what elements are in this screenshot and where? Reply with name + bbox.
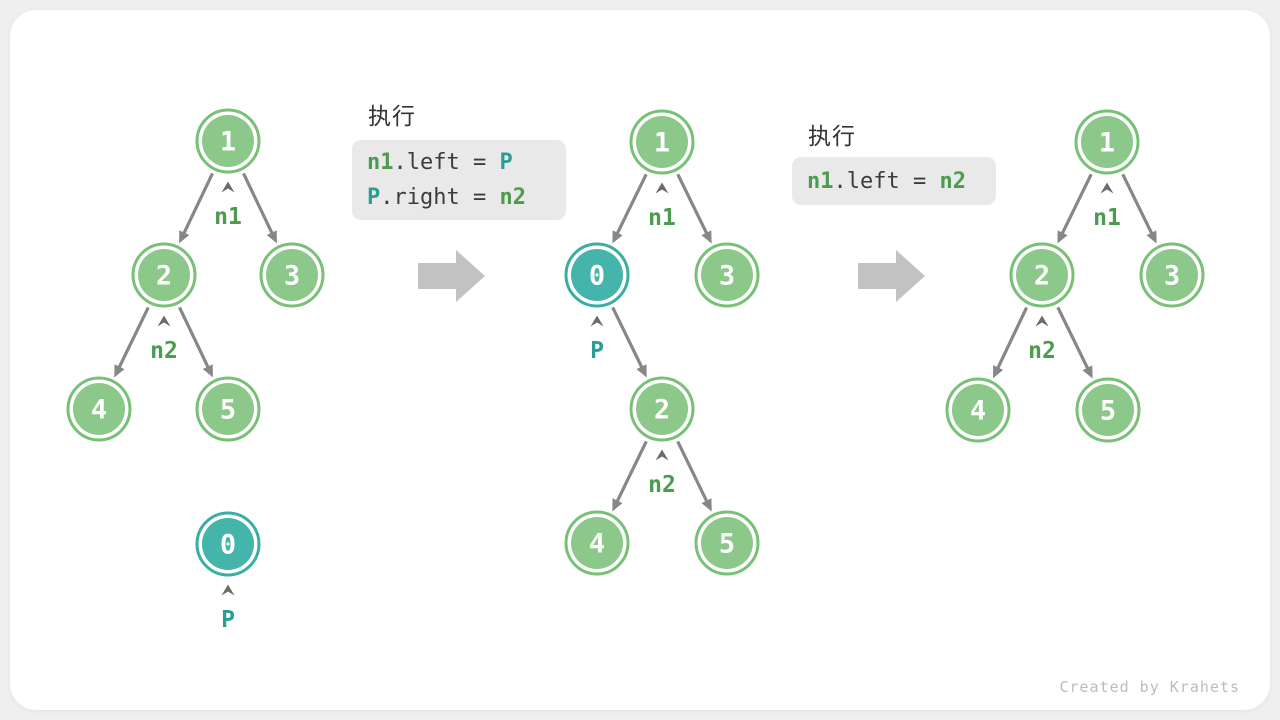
tree-node-0 xyxy=(202,518,254,570)
tree-edge-arrowhead-icon xyxy=(266,230,277,244)
tree-edge xyxy=(611,306,645,371)
tree-node-5 xyxy=(701,517,753,569)
tree-node-value: 2 xyxy=(654,395,670,426)
tree-edge xyxy=(242,172,275,236)
pointer-caret-icon xyxy=(1035,315,1049,327)
pointer-label: P xyxy=(590,338,604,364)
pointer-label: n1 xyxy=(648,205,676,231)
tree-node-value: 1 xyxy=(654,128,670,159)
tree-node-value: 3 xyxy=(284,261,300,292)
tree-node-value: 5 xyxy=(220,395,236,426)
tree-edge-arrowhead-icon xyxy=(1082,365,1093,379)
pointer-label: n1 xyxy=(214,204,242,230)
tree-node-value: 5 xyxy=(719,529,735,560)
pointer-label: P xyxy=(221,607,235,633)
tree-node-3 xyxy=(701,249,753,301)
tree-edge-arrowhead-icon xyxy=(701,230,712,244)
pointer-label: n2 xyxy=(1028,338,1056,364)
tree-edge xyxy=(614,173,648,237)
tree-node-4 xyxy=(571,517,623,569)
tree-node-3 xyxy=(266,249,318,301)
tree-edge xyxy=(1059,173,1093,237)
tree-edge-arrowhead-icon xyxy=(1057,230,1068,244)
step-arrow-icon xyxy=(858,250,925,302)
tree-edge-arrowhead-icon xyxy=(179,230,190,244)
tree-edge xyxy=(178,306,211,370)
tree-node-2 xyxy=(636,383,688,435)
tree-edge-arrowhead-icon xyxy=(992,365,1004,379)
watermark-text: Created by Krahets xyxy=(1059,678,1240,696)
tree-node-value: 5 xyxy=(1100,396,1116,427)
tree-node-0 xyxy=(571,249,623,301)
tree-node-value: 4 xyxy=(970,396,986,427)
pointer-caret-icon xyxy=(221,584,235,596)
pointer-caret-icon xyxy=(655,182,669,194)
tree-node-2 xyxy=(138,249,190,301)
tree-node-value: 2 xyxy=(1034,261,1050,292)
tree-edge xyxy=(1121,173,1155,237)
tree-node-5 xyxy=(202,383,254,435)
pointer-label: n2 xyxy=(150,338,178,364)
pointer-caret-icon xyxy=(655,449,669,461)
tree-node-value: 1 xyxy=(1099,128,1115,159)
tree-node-value: 0 xyxy=(589,261,605,292)
tree-edge xyxy=(995,306,1029,371)
tree-edge xyxy=(614,440,648,505)
pointer-caret-icon xyxy=(590,315,604,327)
tree-edge xyxy=(676,440,710,505)
pointer-label: n1 xyxy=(1093,205,1121,231)
tree-node-value: 0 xyxy=(220,530,236,561)
tree-edge-arrowhead-icon xyxy=(202,364,213,378)
tree-node-value: 2 xyxy=(156,261,172,292)
tree-node-value: 1 xyxy=(220,127,236,158)
tree-edge xyxy=(1056,306,1091,372)
tree-node-value: 3 xyxy=(1164,261,1180,292)
tree-edge xyxy=(181,172,214,236)
tree-node-1 xyxy=(202,115,254,167)
tree-node-1 xyxy=(1081,116,1133,168)
tree-node-value: 4 xyxy=(91,395,107,426)
tree-node-value: 3 xyxy=(719,261,735,292)
pointer-caret-icon xyxy=(157,315,171,327)
tree-node-value: 4 xyxy=(589,529,605,560)
pointer-label: n2 xyxy=(648,472,676,498)
pointer-caret-icon xyxy=(221,181,235,193)
tree-edge-arrowhead-icon xyxy=(1146,230,1157,244)
tree-node-1 xyxy=(636,116,688,168)
tree-edge-arrowhead-icon xyxy=(701,498,712,512)
tree-edge-arrowhead-icon xyxy=(114,364,125,378)
tree-node-4 xyxy=(952,384,1004,436)
tree-node-3 xyxy=(1146,249,1198,301)
step-arrow-icon xyxy=(418,250,485,302)
tree-edge xyxy=(116,306,150,371)
tree-node-5 xyxy=(1082,384,1134,436)
tree-node-4 xyxy=(73,383,125,435)
tree-edge-arrowhead-icon xyxy=(636,364,647,378)
tree-node-2 xyxy=(1016,249,1068,301)
tree-edge-arrowhead-icon xyxy=(612,230,623,244)
tree-edge-arrowhead-icon xyxy=(612,498,623,512)
tree-edge xyxy=(676,173,710,237)
pointer-caret-icon xyxy=(1100,182,1114,194)
